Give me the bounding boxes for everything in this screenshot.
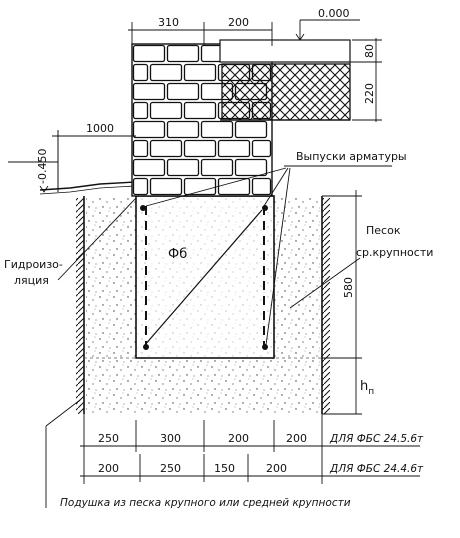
brick: [183, 101, 217, 120]
brick: [183, 177, 217, 196]
dim-220: 220: [363, 83, 376, 104]
level-minus: -0.450: [36, 149, 49, 184]
row1-note: ДЛЯ ФБС 24.5.6т: [329, 433, 424, 445]
rebar-label: Выпуски арматуры: [296, 150, 407, 163]
brick: [200, 158, 234, 177]
slab-dimensions: [350, 38, 382, 122]
brick: [149, 63, 183, 82]
level-minus-marker: [8, 161, 58, 193]
waterproof-label-1: Гидроизо-: [4, 258, 63, 271]
row1-val-1: 250: [98, 432, 119, 445]
dim-200-top: 200: [228, 16, 249, 29]
floor-slab: [219, 39, 351, 121]
brick: [132, 177, 149, 196]
brick: [132, 82, 166, 101]
rebar-callout-leaders: [145, 165, 392, 346]
foundation-block: [135, 195, 275, 359]
row1-val-2: 300: [160, 432, 181, 445]
dim-1000-line: [52, 130, 136, 142]
sand-label-2: ср.крупности: [356, 246, 433, 259]
brick: [132, 63, 149, 82]
row2-val-3: 150: [214, 462, 235, 475]
brick: [200, 120, 234, 139]
brick: [132, 158, 166, 177]
sand-label-1: Песок: [366, 224, 401, 237]
row2-note: ДЛЯ ФБС 24.4.6т: [329, 463, 424, 475]
brick: [217, 177, 251, 196]
brick: [234, 120, 268, 139]
brick: [183, 63, 217, 82]
dim-hn-sub: п: [368, 387, 374, 397]
vertical-dimensions: [322, 190, 362, 415]
brick: [166, 82, 200, 101]
pit-walls: [76, 196, 330, 414]
brick: [166, 158, 200, 177]
dim-580: 580: [342, 277, 355, 298]
row1-val-4: 200: [286, 432, 307, 445]
brick: [149, 101, 183, 120]
brick: [166, 120, 200, 139]
dim-hn-main: h: [360, 379, 368, 394]
waterproof-label-2: ляция: [14, 274, 49, 287]
brick: [251, 139, 272, 158]
waterproof-callout-leader: [57, 197, 137, 281]
brick: [132, 101, 149, 120]
level-zero: 0.000: [318, 7, 350, 20]
row1-val-3: 200: [228, 432, 249, 445]
brick: [217, 139, 251, 158]
cushion-caption: Подушка из песка крупного или средней кр…: [60, 497, 351, 509]
brick: [132, 120, 166, 139]
cushion-callout-leader: [45, 399, 81, 508]
sand-callout-leader: [289, 257, 361, 309]
row2-val-2: 250: [160, 462, 181, 475]
brick: [132, 139, 149, 158]
dim-80: 80: [363, 44, 376, 58]
bottom-dimension-lines: [80, 414, 420, 484]
brick: [166, 44, 200, 63]
top-dimension: [128, 22, 273, 46]
block-label: Фб: [168, 247, 187, 262]
dim-hn: hп: [360, 379, 374, 397]
row2-val-1: 200: [98, 462, 119, 475]
brick: [149, 139, 183, 158]
brick: [183, 139, 217, 158]
row2-val-4: 200: [266, 462, 287, 475]
dim-1000: 1000: [86, 122, 114, 135]
level-zero-marker: [272, 19, 360, 41]
brick: [149, 177, 183, 196]
brick: [234, 158, 268, 177]
dim-310: 310: [158, 16, 179, 29]
brick: [251, 177, 272, 196]
brick: [132, 44, 166, 63]
